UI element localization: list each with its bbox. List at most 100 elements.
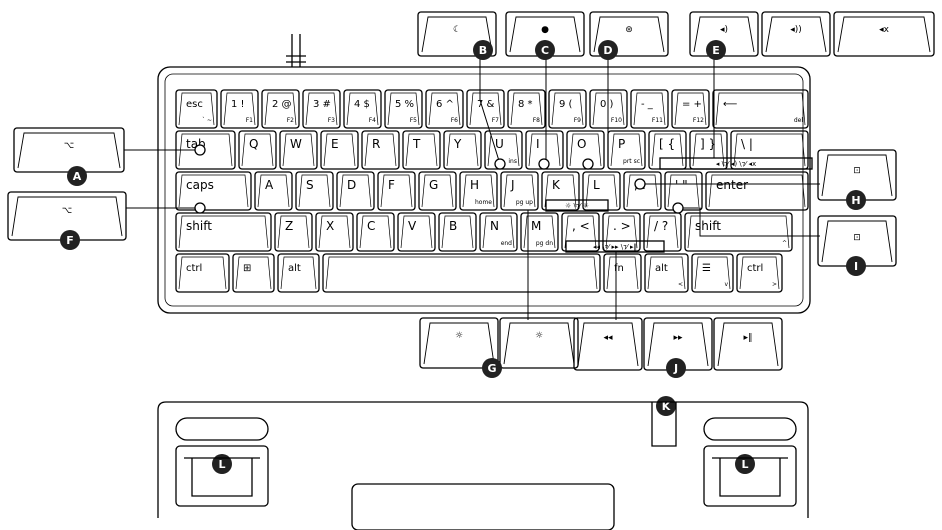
key-r0-11-bevel bbox=[633, 92, 666, 126]
key-r1-5[interactable] bbox=[402, 130, 441, 170]
key-r2-0[interactable] bbox=[175, 171, 252, 211]
key-r2-6[interactable] bbox=[459, 171, 498, 211]
key-r3-10-label: / ? bbox=[654, 219, 668, 233]
key-r0-1-label: 1 ! bbox=[231, 99, 245, 110]
play-icon: ▸‖ bbox=[743, 333, 752, 343]
key-r2-11[interactable] bbox=[664, 171, 703, 211]
key-r2-9[interactable] bbox=[582, 171, 621, 211]
key-r2-8[interactable] bbox=[541, 171, 580, 211]
key-r2-7[interactable] bbox=[500, 171, 539, 211]
key-r2-5[interactable] bbox=[418, 171, 457, 211]
key-r3-11-label: shift bbox=[695, 219, 721, 233]
keycap-i-bevel bbox=[821, 220, 893, 263]
key-r0-1[interactable] bbox=[220, 89, 259, 129]
key-r3-7[interactable] bbox=[520, 212, 559, 252]
key-r4-3[interactable] bbox=[322, 253, 601, 293]
key-r3-4[interactable] bbox=[397, 212, 436, 252]
key-r0-7-bevel bbox=[469, 92, 502, 126]
marker-1 bbox=[194, 202, 206, 214]
key-r3-6[interactable] bbox=[479, 212, 518, 252]
key-r4-7[interactable] bbox=[736, 253, 783, 293]
keycap-next-bevel bbox=[647, 322, 709, 367]
key-r0-11[interactable] bbox=[630, 89, 669, 129]
key-r4-6-bevel bbox=[694, 256, 731, 290]
key-r0-8[interactable] bbox=[507, 89, 546, 129]
key-r1-4[interactable] bbox=[361, 130, 400, 170]
key-r3-5[interactable] bbox=[438, 212, 477, 252]
key-r1-4-label: R bbox=[372, 137, 380, 151]
key-r0-5-sublabel: F5 bbox=[410, 117, 417, 124]
key-r0-0-label: esc bbox=[186, 99, 203, 110]
key-r0-0[interactable] bbox=[175, 89, 218, 129]
key-r3-2[interactable] bbox=[315, 212, 354, 252]
key-r0-4[interactable] bbox=[343, 89, 382, 129]
key-r2-12[interactable] bbox=[705, 171, 809, 211]
key-r3-8[interactable] bbox=[561, 212, 600, 252]
key-r1-7[interactable] bbox=[484, 130, 523, 170]
key-r3-10[interactable] bbox=[643, 212, 682, 252]
callout-label-b: B bbox=[479, 44, 487, 57]
callout-label-e: E bbox=[712, 44, 720, 57]
key-r1-12-label: ] } bbox=[700, 137, 716, 151]
callout-label-a: A bbox=[73, 170, 82, 183]
record-icon: ● bbox=[541, 25, 549, 35]
key-r2-2[interactable] bbox=[295, 171, 334, 211]
key-r3-3[interactable] bbox=[356, 212, 395, 252]
keycap-prev bbox=[573, 317, 643, 371]
key-r0-3[interactable] bbox=[302, 89, 341, 129]
keycap-brightness-up bbox=[499, 317, 579, 369]
key-r0-5[interactable] bbox=[384, 89, 423, 129]
key-r0-11-label: - _ bbox=[641, 99, 654, 110]
key-r4-6[interactable] bbox=[691, 253, 734, 293]
key-r0-6-sublabel: F6 bbox=[451, 117, 458, 124]
key-r1-1[interactable] bbox=[238, 130, 277, 170]
foot-top-0 bbox=[175, 417, 269, 441]
keycap-play bbox=[713, 317, 783, 371]
key-r0-12[interactable] bbox=[671, 89, 710, 129]
key-r4-4[interactable] bbox=[603, 253, 642, 293]
key-r4-2[interactable] bbox=[277, 253, 320, 293]
key-r2-2-label: S bbox=[306, 178, 314, 192]
key-r2-5-bevel bbox=[421, 174, 454, 208]
key-r4-2-label: alt bbox=[288, 263, 301, 274]
key-r2-10[interactable] bbox=[623, 171, 662, 211]
key-r2-2-bevel bbox=[298, 174, 331, 208]
key-r0-4-bevel bbox=[346, 92, 379, 126]
key-r1-3[interactable] bbox=[320, 130, 359, 170]
foot-top-1 bbox=[703, 417, 797, 441]
mic-icon: ⌥ bbox=[64, 141, 74, 151]
key-r0-6[interactable] bbox=[425, 89, 464, 129]
bottom-pad bbox=[351, 483, 615, 530]
key-r0-2[interactable] bbox=[261, 89, 300, 129]
key-r1-8-label: I bbox=[536, 137, 540, 151]
strip-e-text: ◂ \⁊⁄ ◂) \⁊⁄ ◂x bbox=[716, 160, 756, 168]
key-r0-13[interactable] bbox=[712, 89, 809, 129]
key-r3-11[interactable] bbox=[684, 212, 793, 252]
key-r2-9-label: L bbox=[593, 178, 600, 192]
key-r2-4[interactable] bbox=[377, 171, 416, 211]
key-r0-9[interactable] bbox=[548, 89, 587, 129]
foot-body-0 bbox=[175, 445, 269, 507]
bottom-notch bbox=[651, 402, 677, 447]
key-r2-3-label: D bbox=[347, 178, 356, 192]
foot-body-1 bbox=[703, 445, 797, 507]
key-r1-6[interactable] bbox=[443, 130, 482, 170]
keycap-f-bevel bbox=[11, 196, 123, 237]
key-r3-9[interactable] bbox=[602, 212, 641, 252]
key-r4-0-bevel bbox=[178, 256, 227, 290]
key-r3-9-bevel bbox=[605, 215, 638, 249]
key-r2-8-bevel bbox=[544, 174, 577, 208]
key-r4-1[interactable] bbox=[232, 253, 275, 293]
next-icon: ▸▸ bbox=[673, 333, 683, 343]
key-r0-7[interactable] bbox=[466, 89, 505, 129]
key-r3-1[interactable] bbox=[274, 212, 313, 252]
key-r4-6-label: ☰ bbox=[702, 263, 711, 274]
key-r2-3[interactable] bbox=[336, 171, 375, 211]
key-r4-0[interactable] bbox=[175, 253, 230, 293]
key-r1-2[interactable] bbox=[279, 130, 318, 170]
key-r4-5[interactable] bbox=[644, 253, 689, 293]
key-r0-13-label: ⟵ bbox=[723, 99, 737, 110]
key-r3-0[interactable] bbox=[175, 212, 272, 252]
key-r0-11-sublabel: F11 bbox=[652, 117, 663, 124]
key-r2-1[interactable] bbox=[254, 171, 293, 211]
